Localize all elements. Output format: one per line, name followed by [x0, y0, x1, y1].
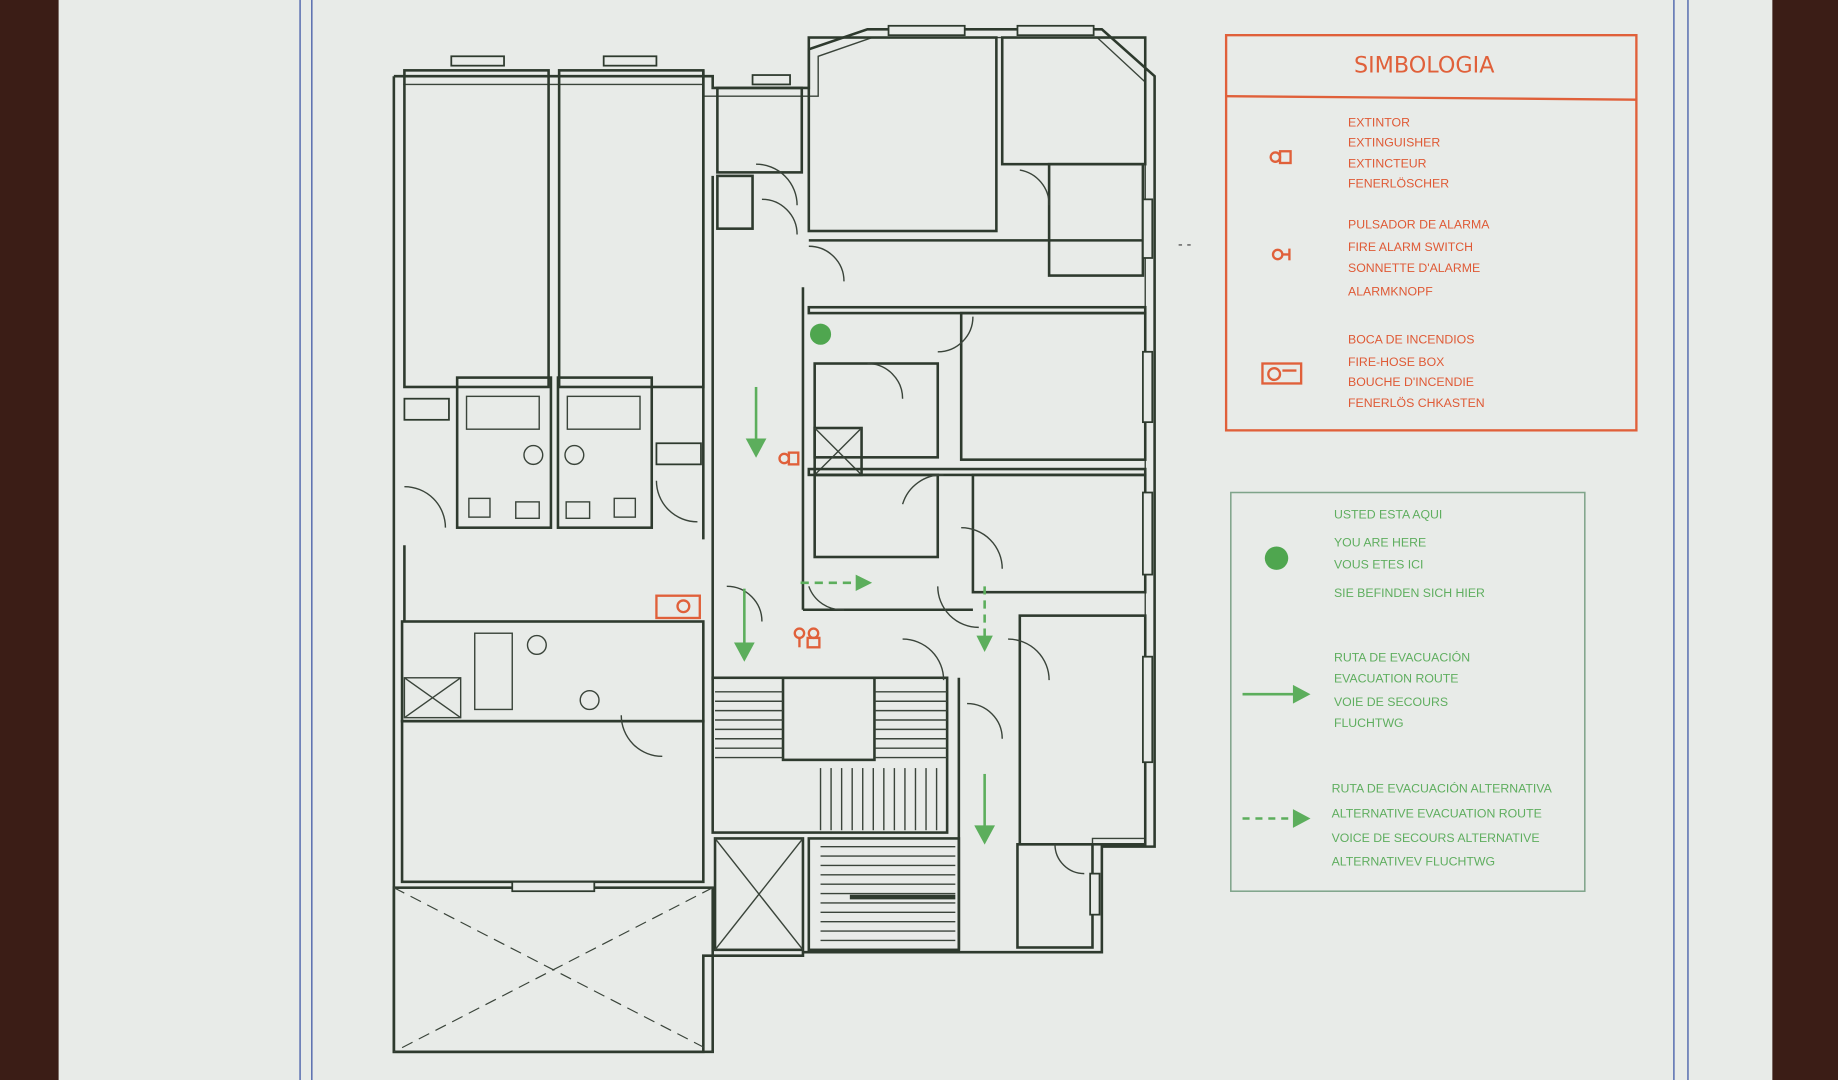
legend-text: EXTINCTEUR: [1348, 157, 1427, 171]
legend-text: VOUS ETES ICI: [1334, 558, 1423, 572]
you-are-here-icon: [1264, 546, 1289, 570]
legend-text: PULSADOR DE ALARMA: [1348, 218, 1490, 232]
legend-text: FIRE ALARM SWITCH: [1348, 240, 1473, 254]
legend-text: RUTA DE EVACUACIÓN ALTERNATIVA: [1332, 781, 1553, 796]
fire-hose-box-icon: [1261, 362, 1303, 385]
legend-text: BOCA DE INCENDIOS: [1348, 333, 1474, 347]
floor-plan: [392, 24, 1156, 1054]
legend-text: ALARMKNOPF: [1348, 285, 1433, 299]
legend-text: USTED ESTA AQUI: [1334, 507, 1442, 521]
blue-border: [299, 0, 1689, 1080]
legend-text: EXTINGUISHER: [1348, 136, 1440, 150]
alarm-switch-icon: [1271, 248, 1291, 261]
room-right-1: [807, 36, 998, 233]
legend-text: VOIE DE SECOURS: [1334, 695, 1448, 709]
alarm-marker: [793, 627, 821, 649]
legend-text: FIRE-HOSE BOX: [1348, 355, 1444, 369]
symbols-legend: SIMBOLOGIA EXTINTOR EXTINGUISHER EXTINCT…: [1224, 34, 1638, 432]
svg-text:- -: - -: [1178, 236, 1192, 252]
plan-symbols: - -: [655, 236, 1192, 845]
you-are-here-marker: [809, 323, 832, 345]
evacuation-route-icon: [1242, 684, 1311, 704]
staircase: [711, 676, 961, 952]
legend-text: SONNETTE D'ALARME: [1348, 261, 1480, 275]
evacuation-route-arrows: [733, 386, 996, 845]
legend-text: SIE BEFINDEN SICH HIER: [1334, 586, 1485, 600]
extinguisher-marker: [778, 451, 800, 466]
extinguisher-icon: [1269, 150, 1292, 165]
legend-text: EVACUATION ROUTE: [1334, 671, 1459, 685]
legend-text: EXTINTOR: [1348, 116, 1410, 130]
legend-text: ALTERNATIVE EVACUATION ROUTE: [1332, 806, 1542, 820]
legend-text: FENERLÖS CHKASTEN: [1348, 396, 1485, 410]
room-left-1: [403, 69, 550, 389]
legend-text: YOU ARE HERE: [1334, 535, 1426, 549]
bathroom-2: [556, 376, 654, 529]
legend-title: SIMBOLOGIA: [1354, 53, 1495, 79]
routes-legend: USTED ESTA AQUI YOU ARE HERE VOUS ETES I…: [1230, 491, 1586, 892]
paper: [58, 0, 1773, 1080]
alternative-route-arrows: [800, 581, 986, 640]
bathroom-1: [455, 376, 553, 529]
alternative-route-icon: [1242, 809, 1311, 828]
hose-box-marker: [655, 594, 701, 620]
legend-text: FLUCHTWG: [1334, 716, 1404, 730]
legend-text: FENERLÖSCHER: [1348, 177, 1449, 191]
legend-text: VOICE DE SECOURS ALTERNATIVE: [1332, 831, 1540, 845]
legend-text: RUTA DE EVACUACIÓN: [1334, 649, 1470, 664]
legend-text: BOUCHE D'INCENDIE: [1348, 375, 1474, 389]
legend-text: ALTERNATIVEV FLUCHTWG: [1332, 854, 1495, 868]
